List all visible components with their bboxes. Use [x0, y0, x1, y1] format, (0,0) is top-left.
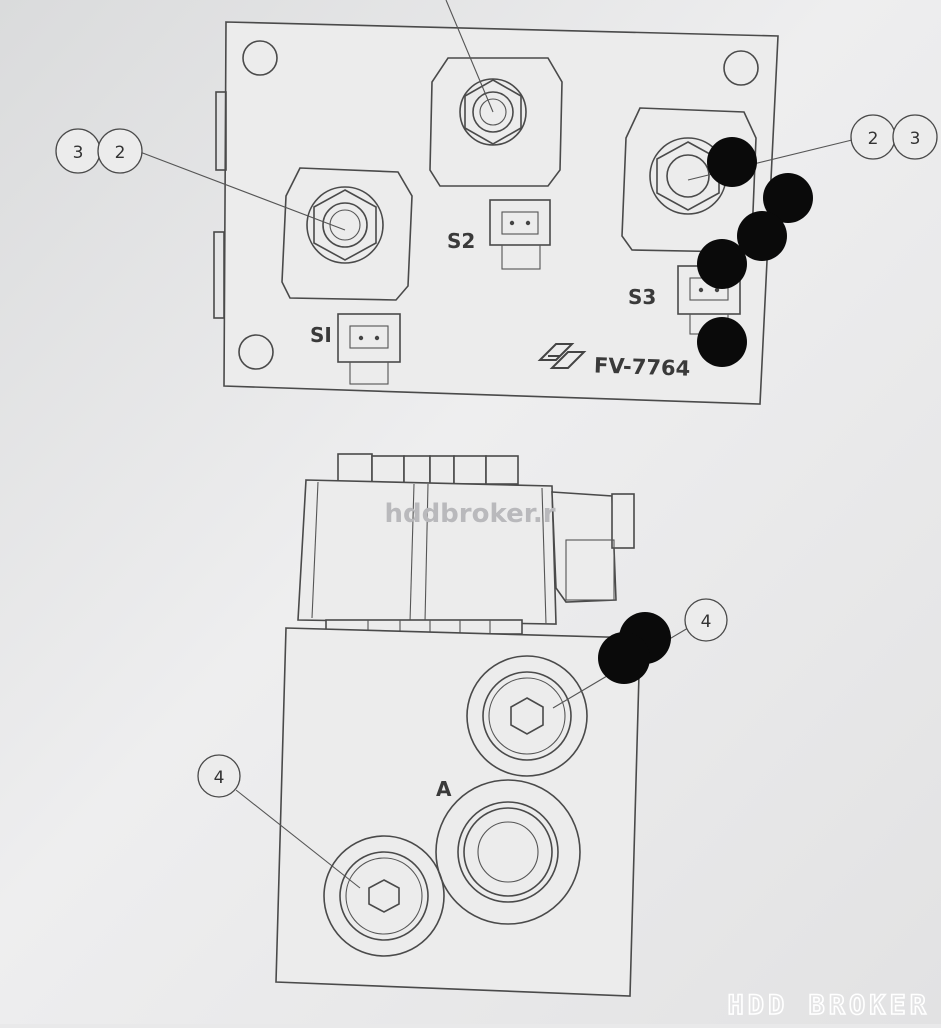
solenoid-s1: SI — [139, 151, 413, 385]
leader-line — [445, 0, 494, 113]
port-label: A — [436, 777, 452, 801]
side-connector — [551, 491, 617, 603]
redaction-dot — [763, 173, 813, 223]
redaction-dot — [707, 137, 757, 187]
manufacturer-logo — [537, 343, 587, 369]
plate-side-tab — [213, 231, 225, 319]
balloon-number: 4 — [214, 768, 225, 788]
balloon-number: 2 — [115, 143, 126, 163]
redaction-dot — [737, 211, 787, 261]
part-number: FV-7764 — [594, 353, 691, 380]
brand-watermark: HDD BROKER — [727, 990, 930, 1021]
redaction-dot — [697, 239, 747, 289]
balloon-group-right: 2 3 — [850, 114, 938, 160]
redaction-dot — [697, 317, 747, 367]
leader-line — [235, 789, 361, 889]
mounting-hole — [238, 334, 274, 370]
balloon-number: 2 — [868, 129, 879, 149]
solenoid-s2: S2 — [429, 0, 563, 270]
port-a — [435, 779, 581, 925]
mounting-hole — [723, 50, 759, 86]
balloon-group-left: 3 2 — [55, 128, 143, 174]
balloon-number: 3 — [73, 143, 84, 163]
balloon-number: 3 — [910, 129, 921, 149]
valve-side-view: hddbroker.r A — [235, 453, 689, 997]
watermark-text: hddbroker.r — [384, 499, 555, 529]
leader-line — [139, 151, 346, 231]
hex-plug-upper — [466, 655, 588, 777]
solenoid-label-s3: S3 — [628, 285, 656, 309]
plate-side-tab — [215, 91, 227, 171]
valve-block — [275, 627, 641, 997]
balloon-number: 4 — [701, 612, 712, 632]
balloon-plug-upper: 4 — [684, 598, 728, 642]
balloon-plug-lower: 4 — [197, 754, 241, 798]
solenoid-label-s1: SI — [310, 323, 332, 347]
valve-top-view: S2 SI S3 — [139, 0, 853, 405]
solenoid-label-s2: S2 — [447, 229, 475, 253]
hex-plug-lower — [323, 835, 445, 957]
mounting-hole — [242, 40, 278, 76]
nut-row — [337, 453, 519, 485]
redaction-dot — [598, 632, 650, 684]
